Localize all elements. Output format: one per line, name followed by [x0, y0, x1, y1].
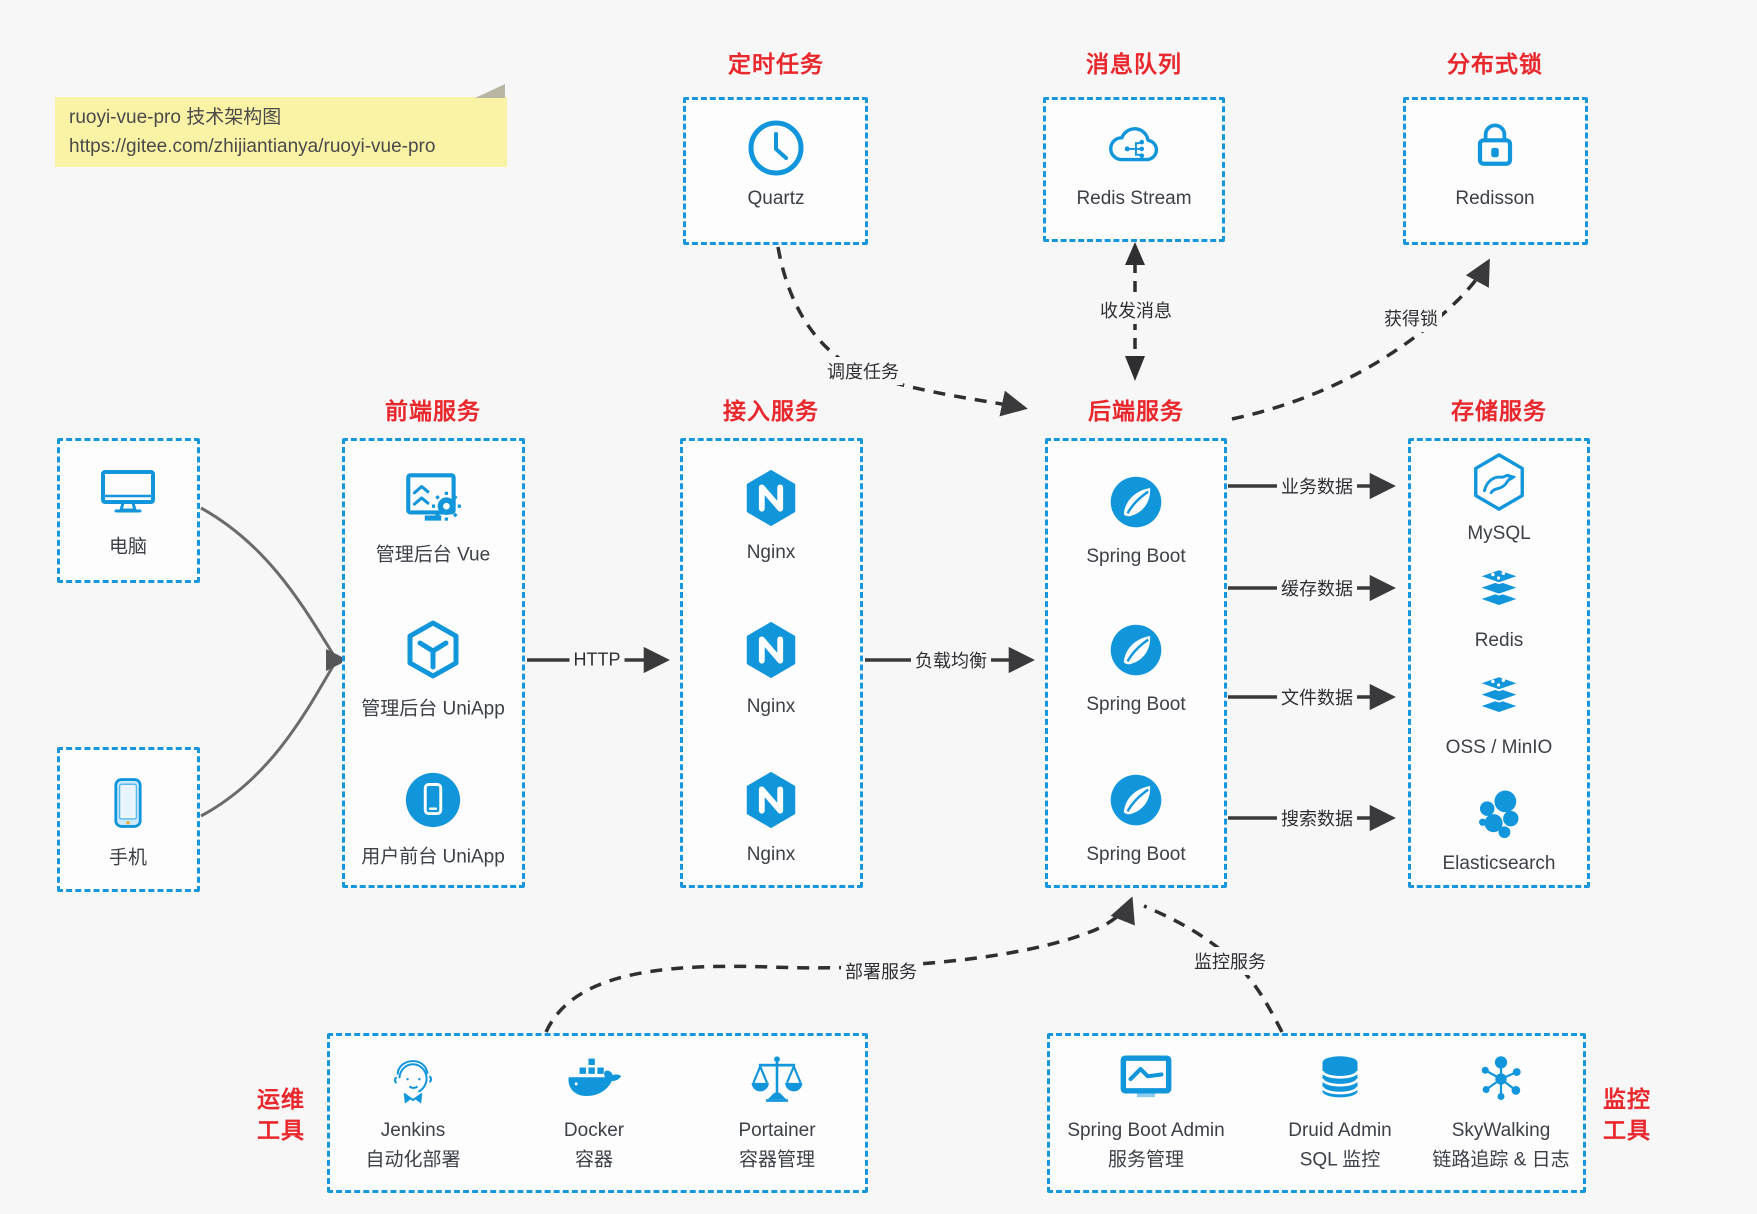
edge-label-deploy: 部署服务 [841, 957, 921, 985]
edge-label-http: HTTP [569, 648, 625, 672]
skywalking-icon [1473, 1051, 1529, 1107]
edge-label-lock: 获得锁 [1380, 304, 1442, 332]
redis-label: Redis [1474, 630, 1524, 651]
spring-boot-label: Spring Boot [1086, 844, 1186, 865]
jenkins-sublabel: 自动化部署 [365, 1149, 461, 1171]
redisson-label: Redisson [1455, 188, 1535, 209]
admin-vue-label: 管理后台 Vue [375, 544, 491, 566]
group-title-ops-tools-line1: 运维 [257, 1086, 305, 1112]
group-title-monitor-tools-line2: 工具 [1603, 1117, 1651, 1143]
spring-boot-icon [1106, 770, 1166, 830]
group-title-frontend: 前端服务 [385, 398, 481, 424]
edge-label-load-balance: 负载均衡 [911, 646, 991, 674]
docker-label: Docker [563, 1120, 625, 1141]
nginx-icon [740, 467, 802, 529]
group-title-message-queue: 消息队列 [1086, 51, 1182, 77]
group-title-distributed-lock: 分布式锁 [1447, 51, 1543, 77]
distributed-lock-box [1403, 97, 1588, 245]
edge-label-message: 收发消息 [1096, 296, 1176, 324]
storage-box [1408, 438, 1590, 888]
druid-admin-sublabel: SQL 监控 [1299, 1149, 1381, 1171]
portainer-icon [748, 1052, 806, 1110]
group-title-scheduled-tasks: 定时任务 [728, 51, 824, 77]
admin-uniapp-label: 管理后台 UniApp [361, 698, 505, 720]
spring-boot-label: Spring Boot [1086, 546, 1186, 567]
cloud-share-icon [1103, 115, 1165, 177]
druid-admin-label: Druid Admin [1288, 1120, 1392, 1141]
spring-boot-admin-sublabel: 服务管理 [1107, 1149, 1185, 1171]
edge-client-phone-curve [200, 649, 348, 818]
phone-label: 手机 [108, 847, 148, 869]
skywalking-label: SkyWalking [1451, 1120, 1551, 1141]
nginx-icon [740, 769, 802, 831]
elasticsearch-label: Elasticsearch [1442, 853, 1556, 874]
jenkins-label: Jenkins [380, 1120, 446, 1141]
redis-icon [1471, 564, 1527, 620]
user-frontend-label: 用户前台 UniApp [361, 846, 505, 868]
portainer-sublabel: 容器管理 [738, 1149, 816, 1171]
oss-minio-icon [1471, 671, 1527, 727]
elasticsearch-icon [1470, 786, 1528, 844]
nginx-label: Nginx [746, 844, 796, 865]
nginx-icon [740, 619, 802, 681]
edge-label-schedule: 调度任务 [823, 357, 903, 385]
group-title-ops-tools-line2: 工具 [257, 1117, 305, 1143]
spring-boot-admin-label: Spring Boot Admin [1067, 1120, 1225, 1141]
note-url: https://gitee.com/zhijiantianya/ruoyi-vu… [69, 136, 436, 158]
spring-boot-admin-icon [1117, 1050, 1175, 1108]
group-title-gateway: 接入服务 [723, 398, 819, 424]
edge-client-desktop-curve [200, 506, 335, 655]
edge-label-search-data: 搜索数据 [1277, 804, 1357, 832]
edge-label-monitor: 监控服务 [1190, 947, 1270, 975]
jenkins-icon [384, 1052, 442, 1110]
mysql-label: MySQL [1467, 523, 1531, 544]
edge-label-file-data: 文件数据 [1277, 683, 1357, 711]
docker-sublabel: 容器 [574, 1149, 614, 1171]
edge-deploy-service-curve [544, 896, 1135, 1033]
note-title: ruoyi-vue-pro 技术架构图 [69, 107, 282, 128]
desktop-label: 电脑 [108, 536, 148, 558]
edge-acquire-lock-curve [1231, 258, 1490, 421]
user-frontend-icon [402, 769, 464, 831]
sticky-note: ruoyi-vue-pro 技术架构图 https://gitee.com/zh… [55, 84, 507, 167]
portainer-label: Portainer [738, 1120, 816, 1141]
spring-boot-icon [1106, 472, 1166, 532]
desktop-icon [96, 460, 160, 524]
druid-database-icon [1312, 1051, 1368, 1107]
docker-icon [564, 1051, 624, 1111]
edge-label-cache-data: 缓存数据 [1277, 574, 1357, 602]
group-title-storage: 存储服务 [1451, 398, 1547, 424]
message-queue-box [1043, 97, 1225, 242]
quartz-label: Quartz [747, 188, 805, 209]
group-title-backend: 后端服务 [1088, 398, 1184, 424]
oss-minio-label: OSS / MinIO [1445, 737, 1553, 758]
admin-uniapp-icon [401, 618, 465, 682]
edge-label-business-data: 业务数据 [1277, 472, 1357, 500]
spring-boot-icon [1106, 620, 1166, 680]
nginx-label: Nginx [746, 696, 796, 717]
smartphone-icon [98, 773, 158, 833]
clock-icon [744, 116, 808, 180]
mysql-icon [1468, 451, 1530, 513]
redis-stream-label: Redis Stream [1076, 188, 1192, 209]
skywalking-sublabel: 链路追踪 & 日志 [1432, 1149, 1570, 1171]
nginx-label: Nginx [746, 542, 796, 563]
admin-vue-icon [400, 467, 466, 533]
spring-boot-label: Spring Boot [1086, 694, 1186, 715]
note-fold-corner [475, 84, 505, 98]
lock-icon [1465, 115, 1525, 175]
group-title-monitor-tools-line1: 监控 [1603, 1086, 1651, 1112]
